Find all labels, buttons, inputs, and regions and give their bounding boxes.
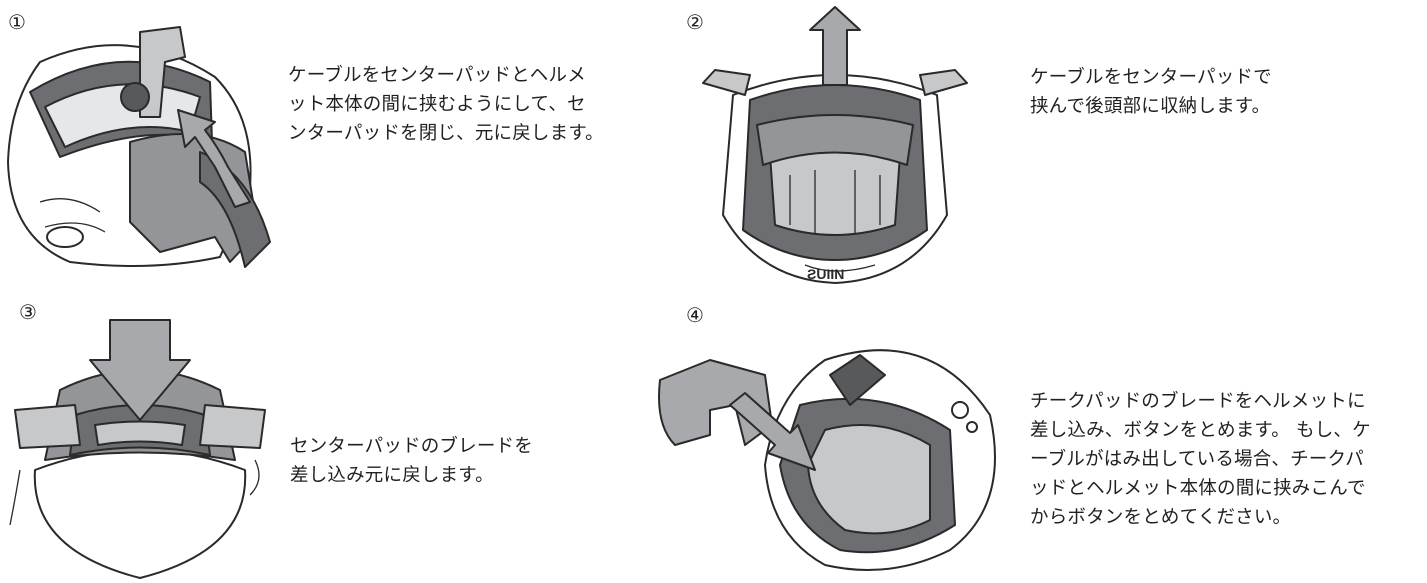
step-1-line-3: ンターパッドを閉じ、元に戻します。 bbox=[288, 123, 604, 144]
step-2-text: ケーブルをセンターパッドで 挟んで後頭部に収納します。 bbox=[1030, 63, 1272, 121]
step-3-down-arrow-icon bbox=[89, 319, 191, 421]
step-2-up-arrow-icon bbox=[809, 6, 861, 86]
step-3-line-1: センターパッドのブレードを bbox=[290, 436, 533, 457]
step-4-line-1: チークパッドのブレードをヘルメットに bbox=[1030, 391, 1366, 412]
step-4-arrow-icon bbox=[729, 392, 816, 471]
step-1-helmet-illustration bbox=[7, 26, 271, 268]
step-4-text: チークパッドのブレードをヘルメットに 差し込み、ボタンをとめます。 もし、ケ ー… bbox=[1030, 387, 1371, 532]
step-2-helmet-illustration: ƧUIIN bbox=[702, 6, 968, 284]
step-3-number: ③ bbox=[19, 300, 37, 324]
step-3-helmet-illustration bbox=[9, 319, 266, 579]
step-2-number: ② bbox=[686, 10, 704, 34]
step-1-number: ① bbox=[8, 10, 26, 34]
step-3-text: センターパッドのブレードを 差し込み元に戻します。 bbox=[290, 432, 533, 490]
step-2-line-1: ケーブルをセンターパッドで bbox=[1030, 67, 1272, 88]
step-4-helmet-illustration bbox=[658, 349, 996, 571]
step-4-line-4: ッドとヘルメット本体の間に挟みこんで bbox=[1030, 478, 1366, 499]
step-1-arrow-icon bbox=[177, 109, 251, 208]
step-4-line-2: 差し込み、ボタンをとめます。 もし、ケ bbox=[1030, 420, 1371, 441]
step-3-line-2: 差し込み元に戻します。 bbox=[290, 465, 494, 486]
step-1-line-1: ケーブルをセンターパッドとヘルメ bbox=[288, 65, 586, 86]
step-1-text: ケーブルをセンターパッドとヘルメ ット本体の間に挟むようにして、セ ンターパッド… bbox=[288, 61, 604, 148]
step-4-line-3: ーブルがはみ出している場合、チークパ bbox=[1030, 449, 1365, 470]
helmet-logo: ƧUIIN bbox=[807, 266, 844, 282]
step-4-line-5: からボタンをとめてください。 bbox=[1030, 507, 1292, 528]
step-2-line-2: 挟んで後頭部に収納します。 bbox=[1030, 96, 1271, 117]
step-1-line-2: ット本体の間に挟むようにして、セ bbox=[288, 94, 586, 115]
step-4-number: ④ bbox=[686, 303, 704, 327]
